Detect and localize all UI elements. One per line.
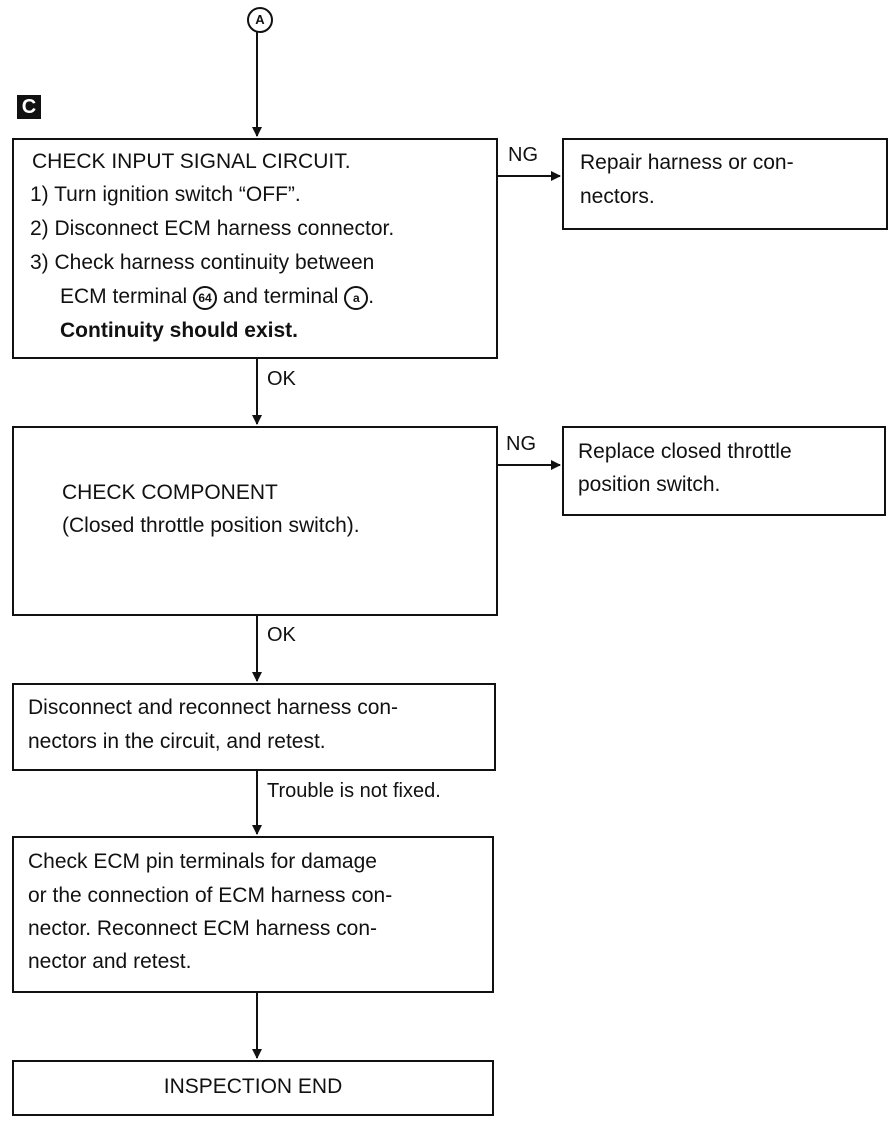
step4-line3: nector. Reconnect ECM harness con- [28, 917, 378, 940]
step2-line1: CHECK COMPONENT [62, 481, 278, 504]
step4-line4: nector and retest. [28, 950, 192, 973]
step1-ok-label: OK [267, 368, 296, 390]
step1-item1: 1) Turn ignition switch “OFF”. [30, 183, 301, 206]
section-c-mark: C [17, 95, 41, 119]
step4-line1: Check ECM pin terminals for damage [28, 850, 377, 873]
step2-ng-line2: position switch. [578, 473, 721, 496]
step1-item3-line2: ECM terminal 64 and terminal a. [60, 280, 374, 313]
step3-box [12, 683, 496, 771]
step2-box [12, 426, 498, 616]
step1-item3-ecm-terminal-text: ECM terminal [60, 285, 188, 308]
end-label: INSPECTION END [163, 1075, 343, 1098]
step2-ng-line1: Replace closed throttle [578, 440, 792, 463]
step2-ok-label: OK [267, 624, 296, 646]
end-box [12, 1060, 494, 1116]
step1-ng-label: NG [508, 144, 538, 166]
step3-line1: Disconnect and reconnect harness con- [28, 696, 399, 719]
step4-line2: or the connection of ECM harness con- [28, 884, 393, 907]
connector-a: A [247, 7, 273, 33]
step2-line2: (Closed throttle position switch). [62, 514, 360, 537]
step1-box [12, 138, 498, 359]
step4-box [12, 836, 494, 993]
step3-line2: nectors in the circuit, and retest. [28, 730, 326, 753]
step1-item3-line1: 3) Check harness continuity between [30, 251, 375, 274]
terminal-64-icon: 64 [193, 286, 218, 310]
step1-title: CHECK INPUT SIGNAL CIRCUIT. [32, 150, 351, 173]
step1-ng-line2: nectors. [580, 185, 655, 208]
terminal-a-icon: a [344, 286, 369, 310]
step1-ng-box [562, 138, 888, 230]
step2-ng-label: NG [506, 433, 536, 455]
step3-next-label: Trouble is not fixed. [267, 780, 441, 802]
step1-item2: 2) Disconnect ECM harness connector. [30, 217, 395, 240]
step1-result: Continuity should exist. [60, 319, 299, 342]
step1-item3-and-terminal-text: and terminal [222, 285, 339, 308]
step1-item3-end: . [368, 285, 375, 308]
step1-ng-line1: Repair harness or con- [580, 151, 794, 174]
step2-ng-box [562, 426, 886, 516]
